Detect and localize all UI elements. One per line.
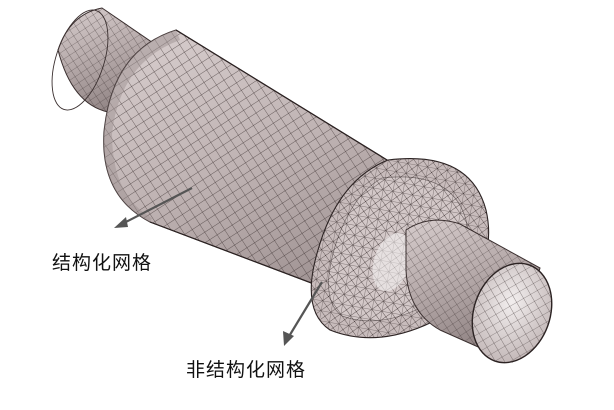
callout-arrows: [114, 187, 323, 346]
unstructured-mesh-arrowhead: [283, 331, 294, 346]
unstructured-mesh-arrow: [287, 281, 323, 339]
structured-mesh-label: 结构化网格: [52, 252, 153, 274]
unstructured-mesh-label: 非结构化网格: [186, 359, 307, 381]
structured-mesh-arrowhead: [114, 217, 128, 228]
structured-mesh-arrow: [121, 187, 193, 225]
